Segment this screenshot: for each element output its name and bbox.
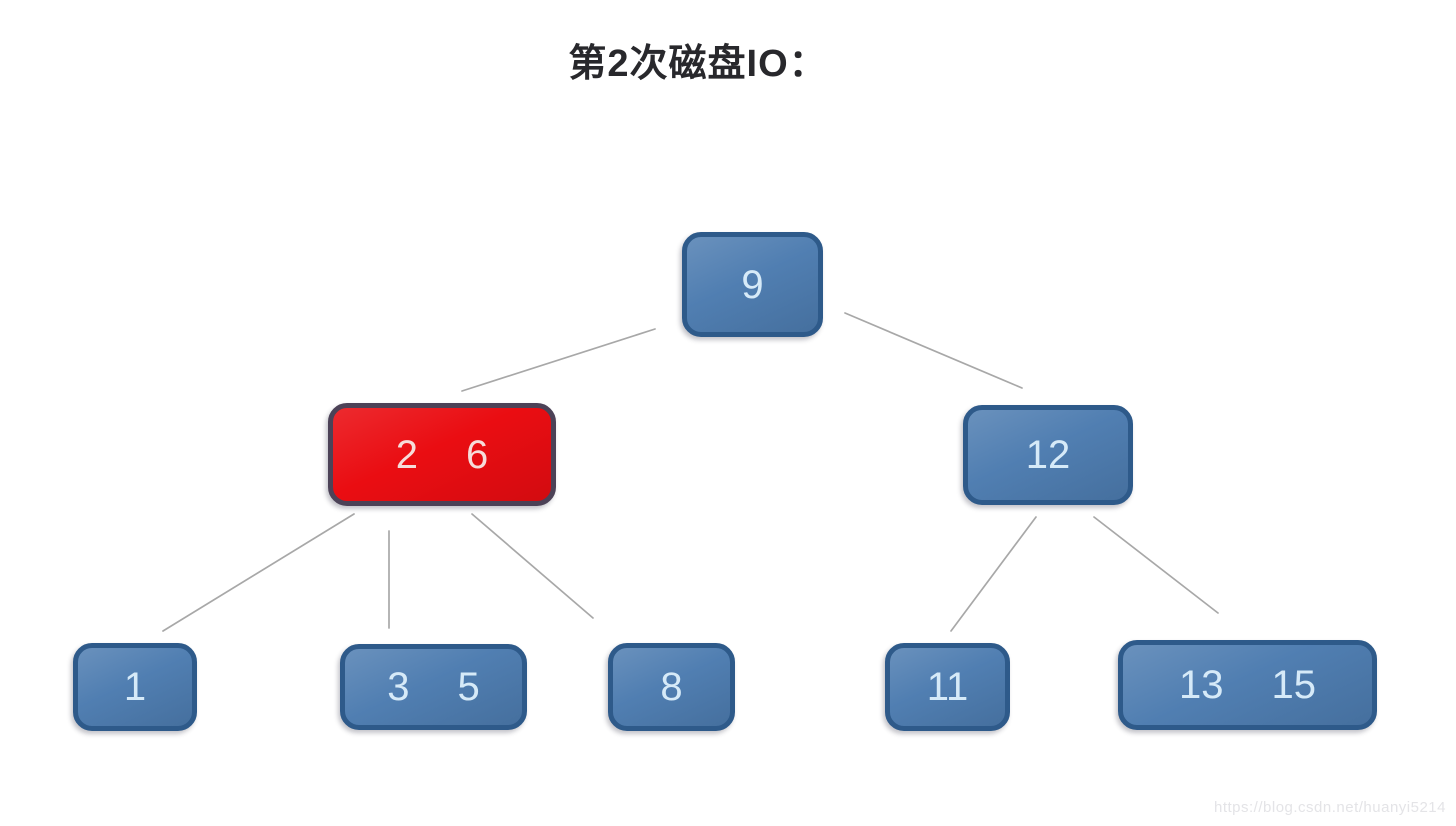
tree-node-1: 1 — [73, 643, 197, 731]
node-key: 15 — [1271, 663, 1317, 707]
node-key: 1 — [123, 665, 147, 709]
diagram-title: 第2次磁盘IO： — [568, 43, 828, 85]
node-key: 9 — [741, 262, 764, 307]
node-key: 13 — [1179, 663, 1224, 707]
node-key: 8 — [660, 665, 683, 709]
tree-edge-n12-n13-15 — [1093, 516, 1219, 614]
tree-edge-n2-6-n8 — [471, 513, 594, 619]
tree-node-11: 11 — [885, 643, 1010, 731]
node-key: 12 — [1025, 433, 1071, 477]
tree-edge-n2-6-n1 — [162, 513, 355, 632]
watermark-text: https://blog.csdn.net/huanyi5214 — [1214, 799, 1446, 816]
tree-edge-root-n2-6 — [461, 328, 656, 392]
node-key: 3 — [387, 665, 410, 709]
tree-edge-n12-n11 — [950, 516, 1037, 632]
node-key: 6 — [466, 432, 489, 477]
tree-node-8: 8 — [608, 643, 735, 731]
node-key: 5 — [457, 665, 480, 709]
node-key: 11 — [926, 665, 969, 709]
tree-node-12: 12 — [963, 405, 1133, 505]
tree-node-13-15: 13 15 — [1118, 640, 1377, 730]
tree-edge-root-n12 — [844, 312, 1023, 389]
node-key: 2 — [395, 432, 418, 477]
tree-node-9: 9 — [682, 232, 823, 337]
